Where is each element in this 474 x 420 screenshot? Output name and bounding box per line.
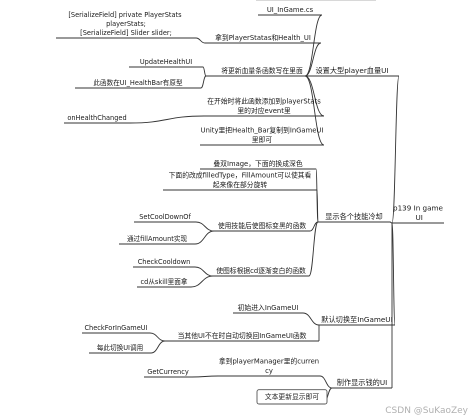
node-onhealthchanged[interactable]: onHealthChanged (64, 114, 130, 124)
node-label: [SerializeField] private PlayerStats pla… (68, 11, 183, 37)
node-label: 显示各个技能冷却 (325, 212, 383, 221)
node-使图标根据cd逐渐变白的函数[interactable]: 使图标根据cd逐渐变白的函数 (213, 266, 309, 277)
node-设置大型player血量ui[interactable]: 设置大型player血量UI (305, 66, 399, 77)
node-label: CheckForInGameUI (84, 324, 147, 332)
node-通过fillamount实现[interactable]: 通过fillAmount实现 (119, 234, 195, 245)
connector-line (191, 375, 219, 378)
node-checkforingameui[interactable]: CheckForInGameUI (82, 324, 150, 334)
connector-line (304, 14, 323, 77)
node-叠双image-下面的换成深色[interactable]: 叠双Image，下面的换成深色 (200, 159, 316, 170)
node-将更新血量条函数写在里面[interactable]: 将更新血量条函数写在里面 (206, 66, 318, 77)
connector-line (391, 75, 400, 224)
node-label: 每此切换UI调用 (97, 343, 143, 352)
node-初始进入ingameui[interactable]: 初始进入InGameUI (233, 303, 303, 314)
node-label: 使图标根据cd逐渐变白的函数 (216, 266, 306, 275)
node-此函数在ui-healthbar有原型[interactable]: 此函数在UI_HealthBar有原型 (75, 78, 201, 89)
node-当其他ui不在时自动切换回ingameui函数[interactable]: 当其他UI不在时自动切换回InGameUI函数 (165, 331, 319, 342)
connector-line (309, 221, 319, 232)
connector-line (200, 75, 207, 89)
watermark: CSDN @SuKaoZey (385, 406, 468, 416)
node-默认切换至ingameui[interactable]: 默认切换至InGameUI (319, 315, 395, 326)
node-label: 使用技能后使图标变黑的函数 (218, 221, 307, 230)
top-edge-line (256, 0, 376, 1)
selected-node-box (256, 389, 328, 405)
node-getcurrency[interactable]: GetCurrency (144, 368, 192, 378)
node-p139-in-game-ui[interactable]: p139 In game UI (392, 203, 444, 224)
connector-line (304, 42, 322, 77)
node-ui-ingame-cs[interactable]: UI_InGame.cs (258, 6, 322, 16)
node-label: cd从skill里面拿 (141, 277, 188, 286)
connector-line (195, 221, 215, 232)
node-updatehealthui[interactable]: UpdateHealthUI (129, 58, 203, 68)
node-label: 制作显示钱的UI (337, 378, 388, 387)
node-下面的改成filledtype-fillamount可以使其看起来像在部分旋转[interactable]: 下面的改成filledType，FillAmount可以使其看起来像在部分旋转 (163, 171, 317, 191)
node-label: 通过fillAmount实现 (127, 234, 188, 243)
connector-line (129, 115, 205, 124)
connector-line (149, 332, 166, 342)
node-label: 文本更新显示即可 (265, 392, 320, 401)
node-label: UpdateHealthUI (140, 58, 192, 66)
node-label: 此函数在UI_HealthBar有原型 (93, 78, 183, 87)
node-serializefield-private-playerstats-playe[interactable]: [SerializeField] private PlayerStats pla… (56, 11, 196, 39)
node-label: p139 In game UI (393, 203, 443, 222)
node-label: 下面的改成filledType，FillAmount可以使其看起来像在部分旋转 (169, 171, 312, 189)
node-文本更新显示即可[interactable]: 文本更新显示即可 (256, 389, 328, 405)
node-label: SetCoolDownOf (139, 213, 191, 221)
node-label: 设置大型player血量UI (315, 66, 388, 75)
node-label: 当其他UI不在时自动切换回InGameUI函数 (178, 331, 307, 340)
node-label: onHealthChanged (67, 114, 126, 122)
connector-line (319, 375, 333, 389)
connector-line (195, 37, 206, 44)
node-label: 将更新血量条函数写在里面 (221, 66, 303, 75)
node-制作显示钱的ui[interactable]: 制作显示钱的UI (332, 378, 392, 389)
node-label: 初始进入InGameUI (238, 303, 299, 312)
node-label: 默认切换至InGameUI (321, 315, 392, 324)
node-label: CheckCooldown (138, 258, 191, 266)
node-拿到playerstatas和health-ui[interactable]: 拿到PlayerStatas和Health_UI (205, 33, 321, 44)
connector-line (194, 230, 215, 245)
connector-line (194, 266, 214, 277)
node-label: GetCurrency (147, 368, 189, 376)
node-使用技能后使图标变黑的函数[interactable]: 使用技能后使图标变黑的函数 (214, 221, 310, 232)
node-label: UI_InGame.cs (267, 6, 314, 14)
connector-line (304, 75, 325, 146)
node-setcooldownof[interactable]: SetCoolDownOf (134, 213, 196, 223)
connector-line (302, 312, 320, 326)
node-checkcooldown[interactable]: CheckCooldown (133, 258, 195, 268)
connector-line (308, 221, 319, 277)
connector-line (389, 221, 393, 224)
node-显示各个技能冷却[interactable]: 显示各个技能冷却 (318, 212, 390, 223)
node-label: 拿到PlayerStatas和Health_UI (215, 33, 311, 42)
node-每此切换ui调用[interactable]: 每此切换UI调用 (89, 343, 151, 354)
node-cd从skill里面拿[interactable]: cd从skill里面拿 (137, 277, 191, 288)
connector-line (150, 340, 166, 354)
mind-map-nodes: p139 In game UI 设置大型player血量UI UI_InGame.c… (56, 6, 444, 405)
connector-line (316, 189, 319, 223)
connector-line (202, 66, 207, 77)
node-label: 叠双Image，下面的换成深色 (213, 159, 302, 168)
connector-line (190, 275, 214, 288)
